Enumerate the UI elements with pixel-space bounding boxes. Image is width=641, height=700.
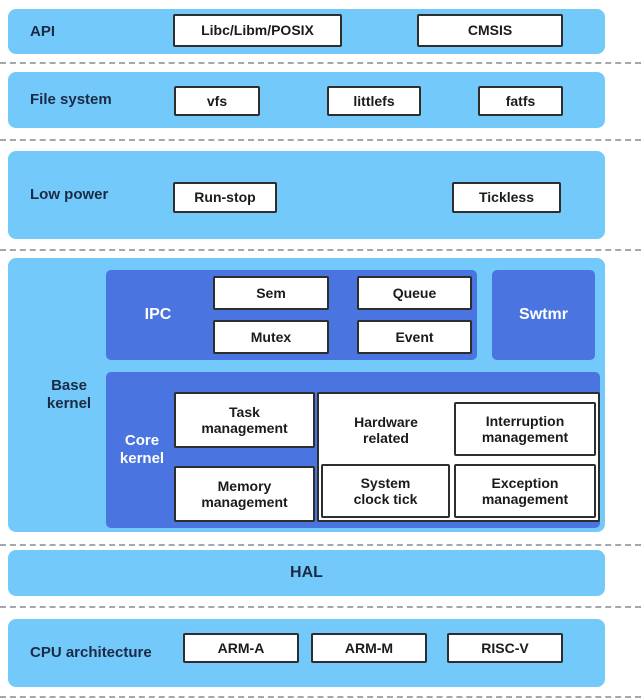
separator-1 bbox=[0, 62, 641, 64]
separator-2 bbox=[0, 139, 641, 141]
block-ipc: IPC Sem Queue Mutex Event bbox=[106, 270, 477, 360]
band-base-kernel-label: Base kernel bbox=[46, 377, 92, 412]
box-arm-m: ARM-M bbox=[311, 633, 427, 663]
box-queue: Queue bbox=[357, 276, 472, 310]
box-risc-v: RISC-V bbox=[447, 633, 563, 663]
box-sem: Sem bbox=[213, 276, 329, 310]
box-cmsis: CMSIS bbox=[417, 14, 563, 47]
separator-5 bbox=[0, 606, 641, 608]
block-swtmr-label: Swtmr bbox=[519, 306, 568, 324]
box-event: Event bbox=[357, 320, 472, 354]
box-interruption-management: Interruption management bbox=[454, 402, 596, 456]
separator-6 bbox=[0, 696, 641, 698]
box-littlefs: littlefs bbox=[327, 86, 421, 116]
block-ipc-label: IPC bbox=[144, 306, 172, 324]
box-exception-management: Exception management bbox=[454, 464, 596, 518]
box-task-management: Task management bbox=[174, 392, 315, 448]
block-core-kernel-label: Core kernel bbox=[119, 432, 165, 467]
band-hal: HAL bbox=[8, 550, 605, 596]
band-cpu-architecture: CPU architecture ARM-A ARM-M RISC-V bbox=[8, 619, 605, 687]
box-libc-libm-posix: Libc/Libm/POSIX bbox=[173, 14, 342, 47]
box-tickless: Tickless bbox=[452, 182, 561, 213]
band-base-kernel: Base kernel IPC Sem Queue Mutex Event Sw… bbox=[8, 258, 605, 532]
hardware-related-label: Hardware related bbox=[354, 413, 418, 446]
band-low-power: Low power Run-stop Tickless bbox=[8, 151, 605, 239]
band-cpu-architecture-label: CPU architecture bbox=[30, 644, 152, 661]
box-hardware-related: Hardware related Interruption management… bbox=[317, 392, 600, 522]
band-api-label: API bbox=[30, 22, 56, 40]
block-swtmr: Swtmr bbox=[492, 270, 595, 360]
band-file-system-label: File system bbox=[30, 91, 112, 108]
box-mutex: Mutex bbox=[213, 320, 329, 354]
band-low-power-label: Low power bbox=[30, 186, 109, 203]
box-memory-management: Memory management bbox=[174, 466, 315, 522]
box-fatfs: fatfs bbox=[478, 86, 563, 116]
block-core-kernel: Core kernel Task management Memory manag… bbox=[106, 372, 600, 528]
box-system-clock-tick: System clock tick bbox=[321, 464, 450, 518]
band-api: API Libc/Libm/POSIX CMSIS bbox=[8, 9, 605, 54]
band-hal-label: HAL bbox=[290, 564, 323, 581]
box-run-stop: Run-stop bbox=[173, 182, 277, 213]
separator-3 bbox=[0, 249, 641, 251]
separator-4 bbox=[0, 544, 641, 546]
band-file-system: File system vfs littlefs fatfs bbox=[8, 72, 605, 128]
box-arm-a: ARM-A bbox=[183, 633, 299, 663]
box-vfs: vfs bbox=[174, 86, 260, 116]
